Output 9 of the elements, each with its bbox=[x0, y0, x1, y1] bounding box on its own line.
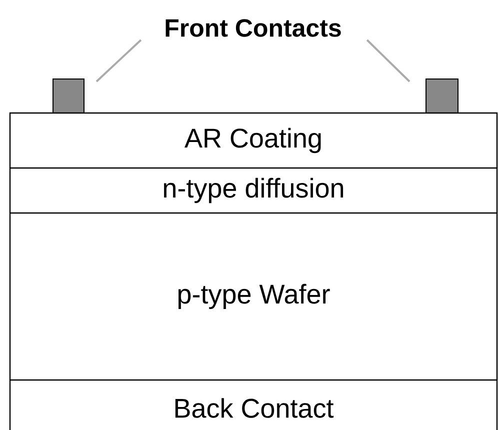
layer-band: Back Contact bbox=[9, 379, 498, 430]
front-contact bbox=[52, 78, 84, 114]
heading: Front Contacts bbox=[166, 19, 341, 37]
leader-line bbox=[96, 39, 142, 82]
layer-band: n-type diffusion bbox=[9, 167, 498, 213]
leader-line bbox=[366, 39, 410, 82]
layer-band: AR Coating bbox=[9, 112, 498, 168]
front-contact bbox=[426, 78, 458, 114]
layer-band: p-type Wafer bbox=[9, 212, 498, 380]
